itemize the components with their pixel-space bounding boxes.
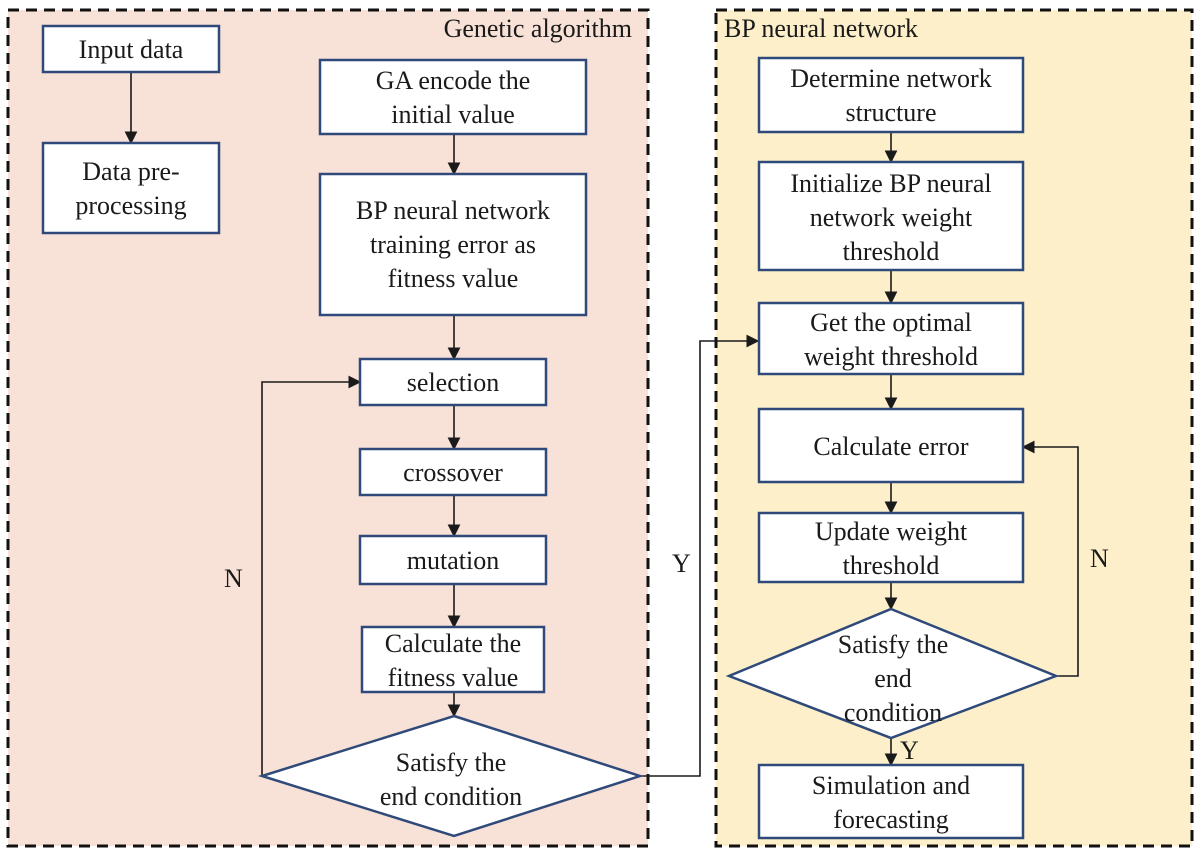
optimal-weight-line-2: weight threshold: [804, 342, 978, 371]
initialize-bp-label: Initialize BP neural network weight thresh…: [790, 169, 991, 266]
data-preprocessing-line-1: Data pre-: [82, 157, 179, 186]
optimal-weight-label: Get the optimal weight threshold: [804, 308, 978, 371]
data-preprocessing-line-2: processing: [75, 191, 186, 220]
bp-satisfy-line-2: end: [874, 664, 912, 693]
selection-line-1: selection: [407, 368, 499, 397]
determine-structure-label: Determine network structure: [790, 64, 991, 127]
calculate-fitness-label: Calculate the fitness value: [385, 629, 521, 692]
simulation-line-1: Simulation and: [812, 771, 970, 800]
ga-encode-line-2: initial value: [391, 100, 514, 129]
arrow-ga-satisfy-no-loop: [261, 375, 362, 776]
arrow-bp-satisfy-no-loop: [1021, 440, 1079, 677]
calculate-fitness-line-2: fitness value: [388, 663, 519, 692]
ga-encode-label: GA encode the initial value: [376, 66, 531, 129]
calculate-fitness-box: Calculate the fitness value: [360, 625, 546, 694]
calculate-error-box: Calculate error: [757, 407, 1025, 484]
ga-satisfy-label: Satisfy the end condition: [380, 748, 522, 811]
mutation-label: mutation: [407, 546, 499, 575]
bp-training-error-line-1: BP neural network: [356, 196, 550, 225]
initialize-bp-line-1: Initialize BP neural: [790, 169, 991, 198]
bp-training-error-line-3: fitness value: [388, 264, 519, 293]
bp-satisfy-line-1: Satisfy the: [838, 630, 949, 659]
selection-label: selection: [407, 368, 499, 397]
ga-satisfy-decision: Satisfy the end condition: [257, 714, 645, 838]
input-data-box: Input data: [41, 24, 221, 74]
initialize-bp-line-2: network weight: [810, 203, 973, 232]
flowchart-nodes: Input data Data pre-processing GA encode…: [41, 24, 1060, 840]
calculate-error-line-1: Calculate error: [813, 432, 969, 461]
update-weight-line-2: threshold: [843, 551, 940, 580]
bp-yes-label: Y: [900, 736, 919, 765]
simulation-label: Simulation and forecasting: [812, 771, 970, 834]
genetic-algorithm-panel-title: Genetic algorithm: [444, 14, 632, 43]
ga-encode-box: GA encode the initial value: [318, 58, 588, 136]
mutation-box: mutation: [358, 534, 548, 586]
optimal-weight-line-1: Get the optimal: [810, 308, 972, 337]
mutation-line-1: mutation: [407, 546, 499, 575]
bp-neural-network-panel-title: BP neural network: [724, 14, 918, 43]
ga-satisfy-line-2: end condition: [380, 782, 522, 811]
ga-yes-label: Y: [672, 549, 691, 578]
simulation-line-2: forecasting: [833, 805, 949, 834]
simulation-box: Simulation and forecasting: [757, 763, 1025, 840]
data-preprocessing-box: Data pre-processing: [41, 141, 221, 235]
bp-training-error-line-2: training error as: [370, 230, 536, 259]
update-weight-label: Update weight threshold: [815, 517, 968, 580]
selection-box: selection: [358, 357, 548, 407]
ga-encode-line-1: GA encode the: [376, 66, 531, 95]
determine-structure-line-2: structure: [846, 98, 937, 127]
bp-training-error-label: BP neural network training error as fitnes…: [356, 196, 550, 293]
calculate-error-label: Calculate error: [813, 432, 969, 461]
connector-lines: [124, 72, 1079, 777]
update-weight-box: Update weight threshold: [757, 511, 1025, 584]
genetic-algorithm-panel-background: [6, 8, 650, 848]
determine-structure-box: Determine network structure: [757, 56, 1025, 134]
bp-training-error-box: BP neural network training error as fitnes…: [318, 172, 588, 317]
bp-satisfy-decision: Satisfy the end condition: [725, 607, 1060, 740]
ga-satisfy-line-1: Satisfy the: [396, 748, 507, 777]
bp-satisfy-label: Satisfy the end condition: [838, 630, 949, 727]
optimal-weight-box: Get the optimal weight threshold: [757, 301, 1025, 376]
bp-satisfy-line-3: condition: [844, 698, 942, 727]
determine-structure-line-1: Determine network: [790, 64, 991, 93]
data-preprocessing-label: Data pre-processing: [75, 157, 186, 220]
ga-no-label: N: [224, 564, 243, 593]
input-data-line-1: Input data: [79, 35, 184, 64]
bp-no-label: N: [1090, 544, 1109, 573]
initialize-bp-box: Initialize BP neural network weight thresh…: [757, 160, 1025, 272]
genetic-algorithm-panel: Genetic algorithm: [6, 8, 650, 848]
input-data-label: Input data: [79, 35, 184, 64]
initialize-bp-line-3: threshold: [843, 237, 940, 266]
crossover-box: crossover: [358, 447, 548, 497]
calculate-fitness-line-1: Calculate the: [385, 629, 521, 658]
arrow-ga-satisfy-yes-to-optimal: [640, 334, 760, 777]
crossover-label: crossover: [403, 458, 503, 487]
crossover-line-1: crossover: [403, 458, 503, 487]
update-weight-line-1: Update weight: [815, 517, 968, 546]
